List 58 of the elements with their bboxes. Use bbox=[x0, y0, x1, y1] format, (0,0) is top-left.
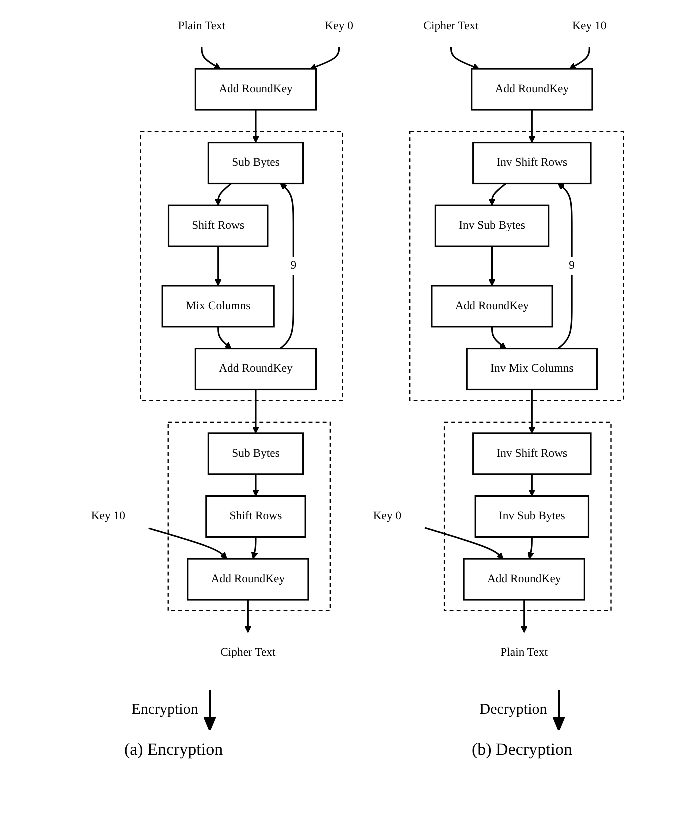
node-box: Add RoundKey bbox=[194, 68, 317, 111]
arrow bbox=[528, 390, 536, 434]
node-box: Inv Shift Rows bbox=[472, 432, 592, 476]
node-box: Shift Rows bbox=[205, 495, 306, 538]
figure-caption: (a) Encryption bbox=[124, 740, 224, 760]
arrow bbox=[217, 326, 232, 350]
direction-label: Encryption bbox=[132, 702, 198, 718]
node-box: Shift Rows bbox=[167, 204, 268, 248]
node-box: Add RoundKey bbox=[462, 558, 585, 601]
edge-label: 9 bbox=[290, 260, 296, 272]
arrow bbox=[148, 528, 228, 560]
arrow bbox=[252, 110, 259, 144]
arrow bbox=[450, 47, 480, 70]
arrow bbox=[528, 110, 536, 144]
node-text: Plain Text bbox=[178, 20, 226, 33]
arrow bbox=[424, 527, 504, 560]
node-box: Add RoundKey bbox=[186, 558, 309, 601]
arrow bbox=[557, 183, 572, 350]
node-box: Add RoundKey bbox=[194, 348, 317, 391]
arrow bbox=[200, 47, 221, 70]
arrow bbox=[214, 183, 232, 206]
node-box: Sub Bytes bbox=[207, 432, 304, 476]
node-box: Inv Sub Bytes bbox=[474, 495, 590, 538]
arrow bbox=[214, 246, 222, 286]
node-box: Mix Columns bbox=[161, 285, 274, 328]
node-box: Inv Mix Columns bbox=[466, 348, 598, 391]
arrow bbox=[488, 246, 496, 286]
arrow bbox=[310, 47, 340, 70]
arrow bbox=[490, 326, 506, 350]
node-text: Key 10 bbox=[572, 20, 606, 33]
node-text: Key 10 bbox=[90, 510, 125, 523]
arrow bbox=[527, 537, 534, 560]
node-text: Key 0 bbox=[372, 510, 402, 523]
node-box: Add RoundKey bbox=[470, 68, 593, 111]
arrow bbox=[252, 474, 259, 497]
node-text: Cipher Text bbox=[423, 20, 478, 33]
edge-label: 9 bbox=[568, 260, 574, 272]
figure-caption: (b) Decryption bbox=[472, 740, 573, 760]
arrow bbox=[252, 390, 259, 434]
cluster bbox=[443, 422, 612, 612]
cluster bbox=[140, 131, 343, 402]
node-text: Key 0 bbox=[324, 20, 353, 33]
arrow bbox=[244, 600, 252, 634]
node-box: Inv Sub Bytes bbox=[434, 204, 550, 248]
direction-label: Decryption bbox=[480, 702, 548, 718]
node-text: Cipher Text bbox=[220, 646, 276, 660]
cluster bbox=[409, 131, 624, 402]
arrow bbox=[528, 474, 536, 497]
node-text: Plain Text bbox=[500, 646, 548, 660]
arrow bbox=[280, 183, 294, 350]
arrow bbox=[250, 537, 258, 560]
node-box: Add RoundKey bbox=[430, 285, 553, 328]
cluster bbox=[167, 422, 331, 612]
node-box: Inv Shift Rows bbox=[472, 142, 592, 185]
arrow bbox=[488, 183, 506, 206]
arrow bbox=[568, 47, 590, 70]
node-box: Sub Bytes bbox=[207, 142, 304, 185]
arrow bbox=[520, 600, 528, 634]
